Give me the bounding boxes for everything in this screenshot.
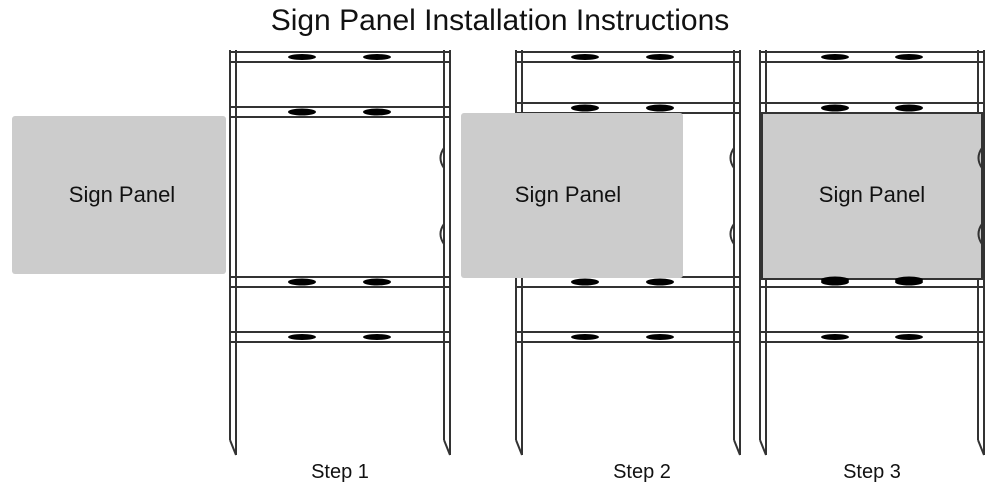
page-title: Sign Panel Installation Instructions xyxy=(271,4,730,37)
step-1-label: Step 1 xyxy=(311,461,369,483)
step-2-label: Step 2 xyxy=(613,461,671,483)
step-1-panel-label: Sign Panel xyxy=(69,182,175,207)
step-2-frame xyxy=(515,50,741,456)
step-1-frame xyxy=(229,50,451,456)
step-3-front-clips xyxy=(821,147,983,284)
step-3: Sign Panel Step 3 xyxy=(759,50,985,483)
step-3-frame xyxy=(759,50,985,456)
step-1: Sign Panel Step 1 xyxy=(12,50,451,483)
step-3-label: Step 3 xyxy=(843,461,901,483)
step-3-panel-label: Sign Panel xyxy=(819,182,925,207)
step-2: Sign Panel Step 2 xyxy=(461,50,741,483)
step-3-sign-panel xyxy=(761,112,983,280)
step-1-sign-panel xyxy=(12,116,226,274)
step-2-sign-panel xyxy=(461,113,683,278)
step-2-panel-label: Sign Panel xyxy=(515,182,621,207)
